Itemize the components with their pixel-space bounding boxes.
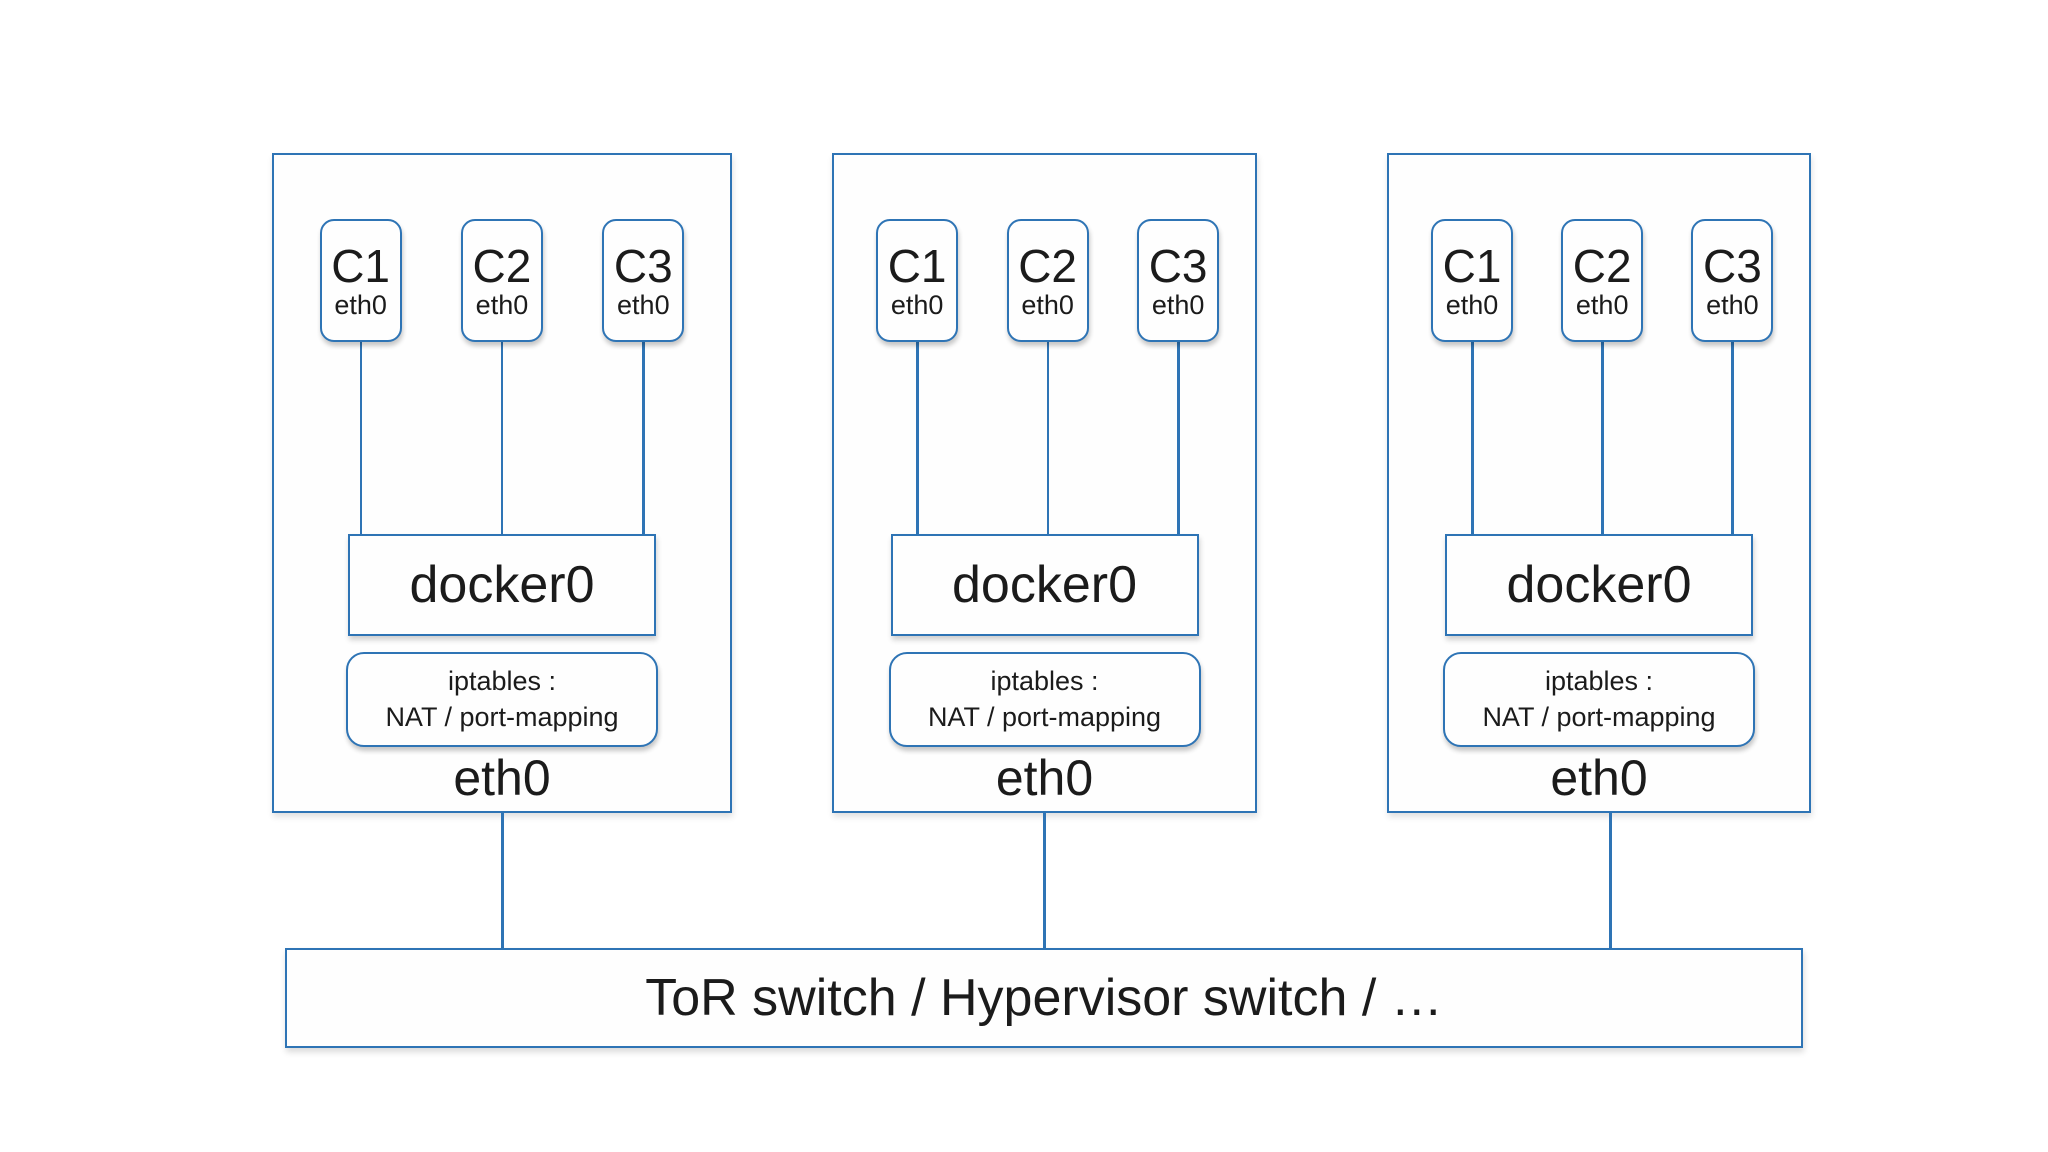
host-box-2: C1 eth0 C2 eth0 C3 eth0 docker0 iptables… xyxy=(832,153,1257,813)
container-box: C1 eth0 xyxy=(319,219,402,342)
iptables-label-line2: NAT / port-mapping xyxy=(1482,701,1716,732)
docker0-bridge-box: docker0 xyxy=(890,534,1199,636)
container-box: C3 eth0 xyxy=(1691,219,1774,342)
iptables-label-line1: iptables : xyxy=(447,666,557,697)
host-eth0-label: eth0 xyxy=(995,750,1094,806)
tor-switch-label: ToR switch / Hypervisor switch / … xyxy=(645,969,1443,1027)
iptables-nat-box: iptables : NAT / port-mapping xyxy=(888,652,1201,747)
container-box: C1 eth0 xyxy=(1431,219,1513,342)
container-name: C1 xyxy=(331,239,390,292)
container-box: C2 eth0 xyxy=(1561,219,1644,342)
container-eth0-label: eth0 xyxy=(890,289,944,320)
container-name: C1 xyxy=(887,239,947,292)
container-to-bridge-line xyxy=(1177,341,1180,535)
host-to-switch-line xyxy=(1609,813,1612,949)
tor-switch-box: ToR switch / Hypervisor switch / … xyxy=(285,948,1803,1048)
container-to-bridge-line xyxy=(359,341,363,535)
container-box: C2 eth0 xyxy=(460,219,543,342)
container-name: C3 xyxy=(1148,239,1208,292)
container-eth0-label: eth0 xyxy=(334,289,387,320)
container-eth0-label: eth0 xyxy=(1706,289,1759,320)
host-to-switch-line xyxy=(501,813,504,949)
iptables-label-line1: iptables : xyxy=(990,666,1099,697)
iptables-nat-box: iptables : NAT / port-mapping xyxy=(346,652,658,747)
container-to-bridge-line xyxy=(916,341,919,535)
container-to-bridge-line xyxy=(642,341,645,535)
iptables-label-line1: iptables : xyxy=(1544,666,1654,697)
host-box-3: C1 eth0 C2 eth0 C3 eth0 docker0 iptables… xyxy=(1387,153,1811,813)
container-name: C2 xyxy=(1572,239,1632,292)
container-name: C3 xyxy=(613,239,673,292)
docker0-label: docker0 xyxy=(952,556,1137,614)
container-eth0-label: eth0 xyxy=(1575,289,1629,320)
container-to-bridge-line xyxy=(1046,341,1050,535)
container-to-bridge-line xyxy=(1601,341,1604,535)
container-name: C1 xyxy=(1442,239,1502,292)
docker0-label: docker0 xyxy=(409,556,595,614)
container-eth0-label: eth0 xyxy=(1021,289,1074,320)
container-to-bridge-line xyxy=(1471,341,1474,535)
container-to-bridge-line xyxy=(1731,341,1734,535)
container-eth0-label: eth0 xyxy=(1151,289,1205,320)
container-eth0-label: eth0 xyxy=(617,289,670,320)
container-eth0-label: eth0 xyxy=(475,289,529,320)
iptables-label-line2: NAT / port-mapping xyxy=(385,701,619,732)
docker0-bridge-box: docker0 xyxy=(348,534,656,636)
iptables-nat-box: iptables : NAT / port-mapping xyxy=(1443,652,1755,747)
host-eth0-label: eth0 xyxy=(1550,750,1648,806)
container-name: C2 xyxy=(1018,239,1078,292)
container-box: C2 eth0 xyxy=(1006,219,1089,342)
container-box: C3 eth0 xyxy=(602,219,685,342)
container-to-bridge-line xyxy=(500,341,504,535)
container-name: C3 xyxy=(1702,239,1762,292)
docker0-label: docker0 xyxy=(1506,556,1692,614)
iptables-label-line2: NAT / port-mapping xyxy=(927,701,1162,732)
docker0-bridge-box: docker0 xyxy=(1445,534,1753,636)
container-name: C2 xyxy=(472,239,532,292)
host-to-switch-line xyxy=(1043,813,1046,949)
container-box: C1 eth0 xyxy=(876,219,959,342)
container-eth0-label: eth0 xyxy=(1445,289,1499,320)
host-box-1: C1 eth0 C2 eth0 C3 eth0 docker0 iptables… xyxy=(272,153,732,813)
host-eth0-label: eth0 xyxy=(453,750,551,806)
container-box: C3 eth0 xyxy=(1137,219,1220,342)
